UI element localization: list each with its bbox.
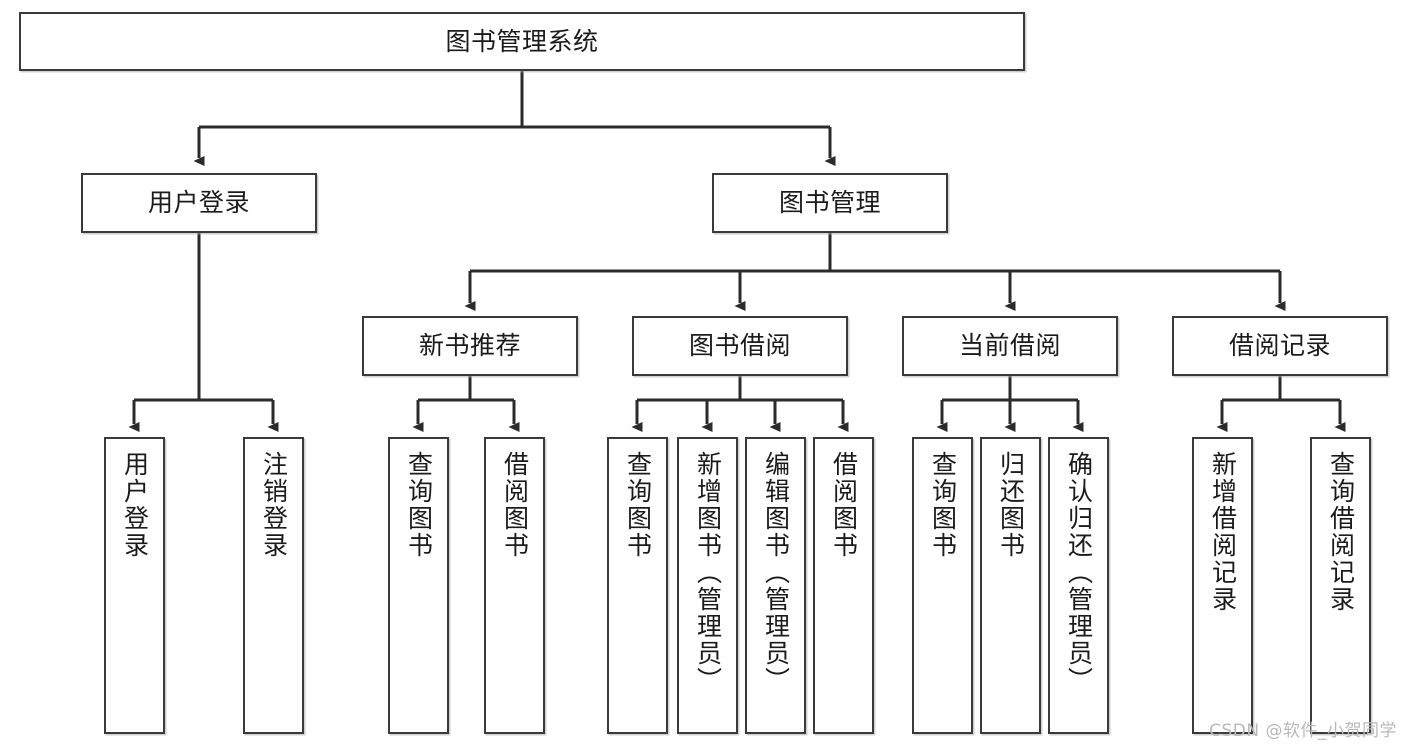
leaf-user-logout[interactable]: 注销登录: [243, 437, 304, 734]
node-root-system[interactable]: 图书管理系统: [19, 12, 1025, 71]
node-label: 借阅图书: [829, 451, 859, 559]
leaf-borrow-borrow-book[interactable]: 借阅图书: [813, 437, 874, 734]
leaf-recommend-query-book[interactable]: 查询图书: [388, 437, 449, 734]
node-label: 归还图书: [996, 451, 1026, 559]
leaf-borrow-add-book-admin[interactable]: 新增图书（管理员）: [677, 437, 738, 734]
leaf-user-login[interactable]: 用户登录: [104, 437, 165, 734]
node-label: 借阅图书: [500, 451, 530, 559]
node-label: 图书管理: [778, 188, 881, 218]
node-current-borrow[interactable]: 当前借阅: [902, 316, 1118, 376]
node-user-login[interactable]: 用户登录: [81, 173, 317, 233]
node-book-borrow[interactable]: 图书借阅: [632, 316, 848, 376]
node-label: 用户登录: [147, 188, 250, 218]
node-label: 查询借阅记录: [1326, 451, 1356, 613]
node-label: 图书借阅: [688, 331, 791, 361]
leaf-record-add-record[interactable]: 新增借阅记录: [1192, 437, 1253, 734]
csdn-watermark: CSDN @软件_小贺同学: [1209, 721, 1397, 741]
node-label: 编辑图书（管理员）: [761, 451, 791, 694]
node-label: 新增借阅记录: [1208, 451, 1238, 613]
node-label: 当前借阅: [958, 331, 1061, 361]
node-label: 借阅记录: [1228, 331, 1331, 361]
leaf-recommend-borrow-book[interactable]: 借阅图书: [484, 437, 545, 734]
node-label: 注销登录: [259, 451, 289, 559]
node-label: 查询图书: [928, 451, 958, 559]
node-label: 图书管理系统: [445, 26, 599, 56]
leaf-borrow-edit-book-admin[interactable]: 编辑图书（管理员）: [745, 437, 806, 734]
node-label: 新增图书（管理员）: [693, 451, 723, 694]
node-label: 查询图书: [404, 451, 434, 559]
node-label: 查询图书: [623, 451, 653, 559]
node-label: 新书推荐: [418, 331, 521, 361]
leaf-current-confirm-return-admin[interactable]: 确认归还（管理员）: [1048, 437, 1109, 734]
leaf-current-query-book[interactable]: 查询图书: [912, 437, 973, 734]
node-label: 用户登录: [120, 451, 150, 559]
node-label: 确认归还（管理员）: [1064, 451, 1094, 694]
node-book-management[interactable]: 图书管理: [712, 173, 948, 233]
leaf-record-query-record[interactable]: 查询借阅记录: [1310, 437, 1371, 734]
leaf-borrow-query-book[interactable]: 查询图书: [607, 437, 668, 734]
leaf-current-return-book[interactable]: 归还图书: [980, 437, 1041, 734]
node-new-book-recommend[interactable]: 新书推荐: [362, 316, 578, 376]
node-borrow-record[interactable]: 借阅记录: [1172, 316, 1388, 376]
